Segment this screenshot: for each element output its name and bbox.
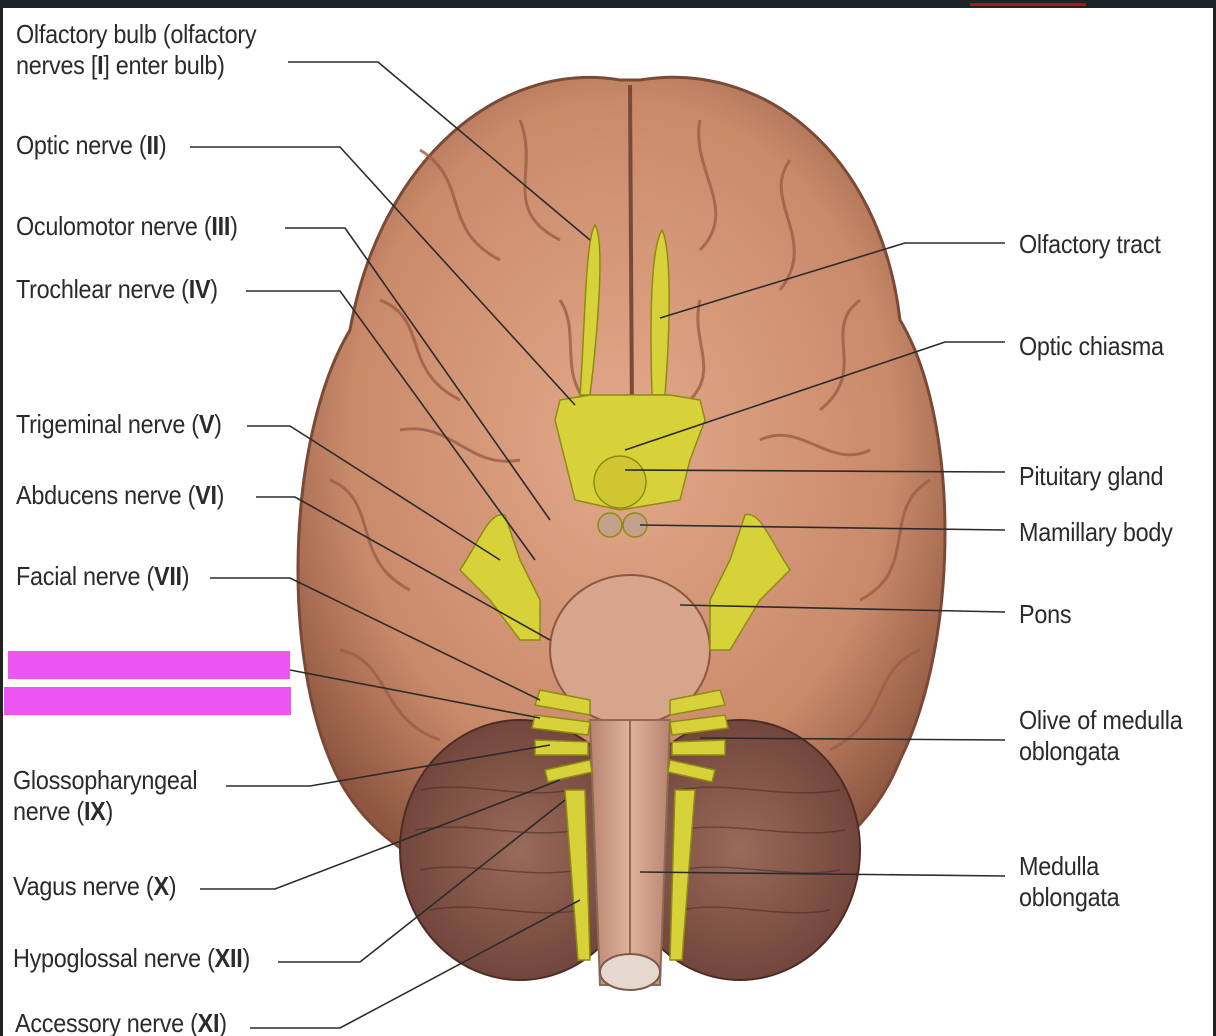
label-mamillary-body: Mamillary body (1019, 517, 1173, 547)
pituitary-shape (593, 455, 647, 509)
text: ) (158, 130, 167, 160)
label-hypoglossal-nerve: Hypoglossal nerve (XII) (13, 943, 250, 974)
nerve-number: VII (153, 561, 182, 591)
olfactory-bulb-left (579, 223, 601, 396)
label-olive-line1: Olive of medulla (1019, 705, 1183, 735)
text: ) (216, 480, 225, 510)
text: ) (242, 943, 250, 973)
label-medulla-line2: oblongata (1019, 882, 1120, 912)
nerve-number: IX (83, 796, 106, 826)
redaction-box-2 (4, 687, 291, 715)
label-pons: Pons (1019, 599, 1072, 629)
label-optic-chiasma: Optic chiasma (1019, 331, 1164, 361)
nerve-number: I (97, 50, 104, 80)
label-olive-of-medulla: Olive of medulla oblongata (1019, 705, 1183, 767)
text: nerve ( (13, 796, 84, 826)
spinal-cord-section (599, 953, 661, 991)
optic-chiasma-shape (554, 394, 706, 511)
trigeminal-right (709, 513, 791, 651)
nerve-number: VI (195, 480, 217, 510)
accessory-right (669, 789, 696, 961)
text: ) (219, 1008, 227, 1036)
brain-illustration (190, 61, 1006, 1029)
nerve-number: III (211, 211, 231, 241)
label-glossopharyngeal-line2: nerve (IX) (13, 796, 197, 827)
longitudinal-fissure (628, 84, 634, 421)
label-medulla-oblongata: Medulla oblongata (1019, 851, 1120, 913)
text: Oculomotor nerve ( (16, 211, 212, 241)
text: Trochlear nerve ( (16, 274, 189, 304)
nerve-number: II (146, 130, 159, 160)
trigeminal-left (459, 513, 541, 641)
nerve-number: XI (197, 1008, 220, 1036)
label-glossopharyngeal-line1: Glossopharyngeal (13, 765, 198, 795)
text: ) (181, 561, 190, 591)
label-olfactory-tract: Olfactory tract (1019, 229, 1161, 259)
label-trigeminal-nerve: Trigeminal nerve (V) (16, 409, 222, 440)
redaction-box-1 (8, 651, 290, 679)
text: nerves [ (16, 50, 98, 80)
diagram-sheet: Olfactory bulb (olfactory nerves [I] ent… (3, 8, 1213, 1036)
label-accessory-nerve: Accessory nerve (XI) (15, 1008, 227, 1036)
text: ) (214, 409, 222, 439)
label-abducens-nerve: Abducens nerve (VI) (16, 480, 224, 511)
label-pituitary-gland: Pituitary gland (1019, 461, 1164, 491)
label-medulla-line1: Medulla (1019, 851, 1100, 881)
nerve-number: X (153, 871, 169, 901)
text: Trigeminal nerve ( (16, 409, 199, 439)
label-vagus-nerve: Vagus nerve (X) (13, 871, 177, 902)
nerve-number: IV (188, 274, 211, 304)
text: ) (168, 871, 177, 901)
title-accent-bar (970, 3, 1086, 6)
text: Vagus nerve ( (13, 871, 154, 901)
label-olive-line2: oblongata (1019, 736, 1120, 766)
text: Facial nerve ( (16, 561, 154, 591)
label-olfactory-bulb-line1: Olfactory bulb (olfactory (16, 19, 257, 49)
mamillary-left (597, 512, 623, 538)
text: Optic nerve ( (16, 130, 147, 160)
text: Accessory nerve ( (15, 1008, 198, 1036)
label-glossopharyngeal-nerve: Glossopharyngeal nerve (IX) (13, 765, 198, 827)
text: Hypoglossal nerve ( (13, 943, 215, 973)
text: Abducens nerve ( (16, 480, 196, 510)
label-oculomotor-nerve: Oculomotor nerve (III) (16, 211, 238, 242)
text: ) (210, 274, 218, 304)
text: ] enter bulb) (103, 50, 225, 80)
nerve-number: XII (214, 943, 243, 973)
label-olfactory-bulb-line2: nerves [I] enter bulb) (16, 50, 256, 81)
text: ) (230, 211, 238, 241)
leader-lines (190, 61, 1006, 1029)
label-optic-nerve: Optic nerve (II) (16, 130, 167, 161)
cranial-nerves (459, 223, 791, 961)
text: ) (105, 796, 114, 826)
label-olfactory-bulb: Olfactory bulb (olfactory nerves [I] ent… (16, 19, 257, 81)
label-facial-nerve: Facial nerve (VII) (16, 561, 190, 592)
label-trochlear-nerve: Trochlear nerve (IV) (16, 274, 218, 305)
nerve-number: V (198, 409, 215, 439)
